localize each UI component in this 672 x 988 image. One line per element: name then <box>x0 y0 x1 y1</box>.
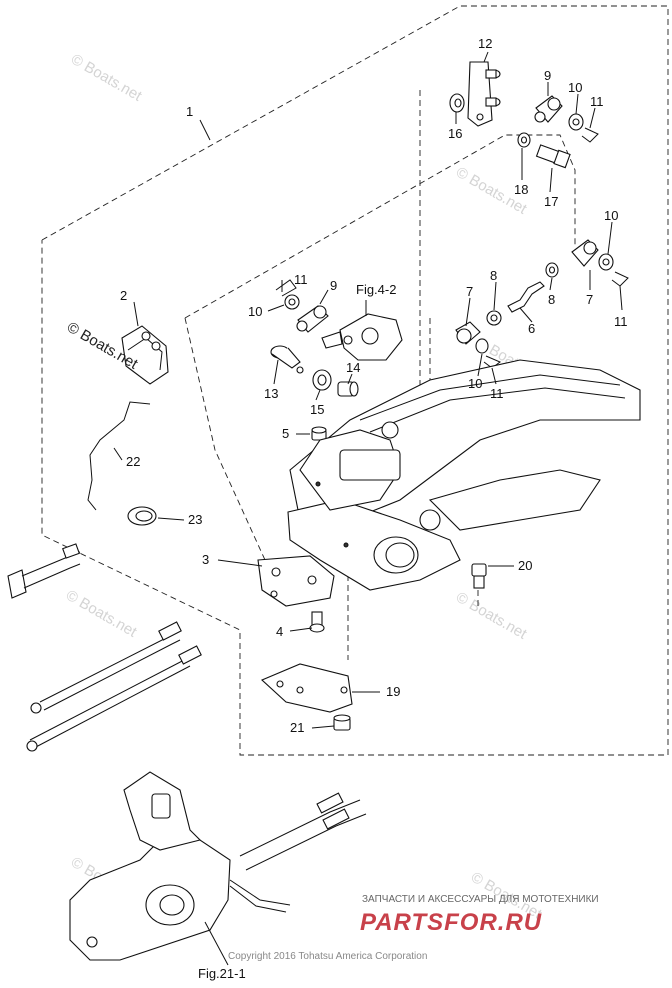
washer-10-left <box>284 294 300 310</box>
copyright-text: Copyright 2016 Tohatsu America Corporati… <box>228 951 427 962</box>
watermark-boats: © Boats.net <box>63 587 140 641</box>
callout-8a: 8 <box>490 268 497 283</box>
clip-11-right <box>611 271 629 287</box>
joint-7-left <box>455 321 481 345</box>
watermark-boats: © Boats.net <box>453 589 530 643</box>
pin-13 <box>270 345 304 374</box>
plate-19 <box>260 663 353 713</box>
shop-tagline: ЗАПЧАСТИ И АКСЕССУАРЫ ДЛЯ МОТОТЕХНИКИ <box>362 894 599 905</box>
callout-22: 22 <box>126 454 140 469</box>
callout-10a: 10 <box>568 80 582 95</box>
nut-5 <box>311 426 327 441</box>
control-cables <box>26 621 202 752</box>
callout-10d: 10 <box>468 376 482 391</box>
callout-7a: 7 <box>466 284 473 299</box>
figure-ref-4-2: Fig.4-2 <box>356 282 396 297</box>
figure-ref-21-1: Fig.21-1 <box>198 966 246 981</box>
cable-end-left <box>7 543 81 599</box>
callout-9a: 9 <box>544 68 551 83</box>
callout-9b: 9 <box>330 278 337 293</box>
grommet-23 <box>127 506 157 526</box>
callout-20: 20 <box>518 558 532 573</box>
washer-16 <box>449 93 465 113</box>
ball-joint-9-right <box>571 239 599 267</box>
callout-13: 13 <box>264 386 278 401</box>
washer-10-right <box>598 253 614 271</box>
callout-12: 12 <box>478 36 492 51</box>
callout-21: 21 <box>290 720 304 735</box>
rod-22 <box>87 401 151 511</box>
callout-6: 6 <box>528 321 535 336</box>
bolt-17 <box>535 144 571 169</box>
linkage-dashed-path <box>184 317 266 561</box>
ball-joint-9-left <box>296 305 329 333</box>
callout-4: 4 <box>276 624 283 639</box>
leader-lines <box>113 51 623 966</box>
callout-2: 2 <box>120 288 127 303</box>
callout-19: 19 <box>386 684 400 699</box>
callout-11d: 11 <box>490 386 504 401</box>
rod-6 <box>507 281 545 313</box>
callout-10c: 10 <box>248 304 262 319</box>
linkage-dashed-path <box>184 134 576 319</box>
bolt-4 <box>309 611 325 633</box>
watermark-boats: © Boats.net <box>68 51 145 105</box>
clip-11-upper <box>581 127 599 143</box>
callout-18: 18 <box>514 182 528 197</box>
callout-7b: 7 <box>586 292 593 307</box>
ball-joint-9-upper <box>534 95 563 123</box>
callout-17: 17 <box>544 194 558 209</box>
callout-11c: 11 <box>294 272 308 287</box>
callout-5: 5 <box>282 426 289 441</box>
engine-mount-bracket <box>287 359 641 591</box>
callout-1: 1 <box>186 104 193 119</box>
remote-control-box <box>69 771 367 961</box>
callout-10b: 10 <box>604 208 618 223</box>
callout-labels: 1 2 3 4 5 6 7 7 8 8 9 9 10 10 10 10 11 1… <box>120 36 628 981</box>
washer-18 <box>517 132 531 148</box>
nut-8-right <box>545 262 559 278</box>
callout-3: 3 <box>202 552 209 567</box>
callout-16: 16 <box>448 126 462 141</box>
nut-8-left <box>486 310 502 326</box>
bracket-3 <box>257 555 335 607</box>
bushing-15 <box>312 369 332 391</box>
callout-14: 14 <box>346 360 360 375</box>
nut-21 <box>333 714 351 731</box>
callout-15: 15 <box>310 402 324 417</box>
shop-logo: PARTSFOR.RU <box>360 909 542 936</box>
bracket-12 <box>467 61 501 127</box>
washer-10-center <box>475 338 489 354</box>
callout-11b: 11 <box>614 314 628 329</box>
callout-8b: 8 <box>548 292 555 307</box>
clip-11-left <box>275 279 297 297</box>
bolt-20 <box>471 563 487 589</box>
bracket-2 <box>121 325 169 385</box>
collar-14 <box>337 381 359 397</box>
washer-10-upper <box>568 113 584 131</box>
callout-23: 23 <box>188 512 202 527</box>
callout-11a: 11 <box>590 94 604 109</box>
throttle-cam-fig4-2 <box>321 313 403 361</box>
